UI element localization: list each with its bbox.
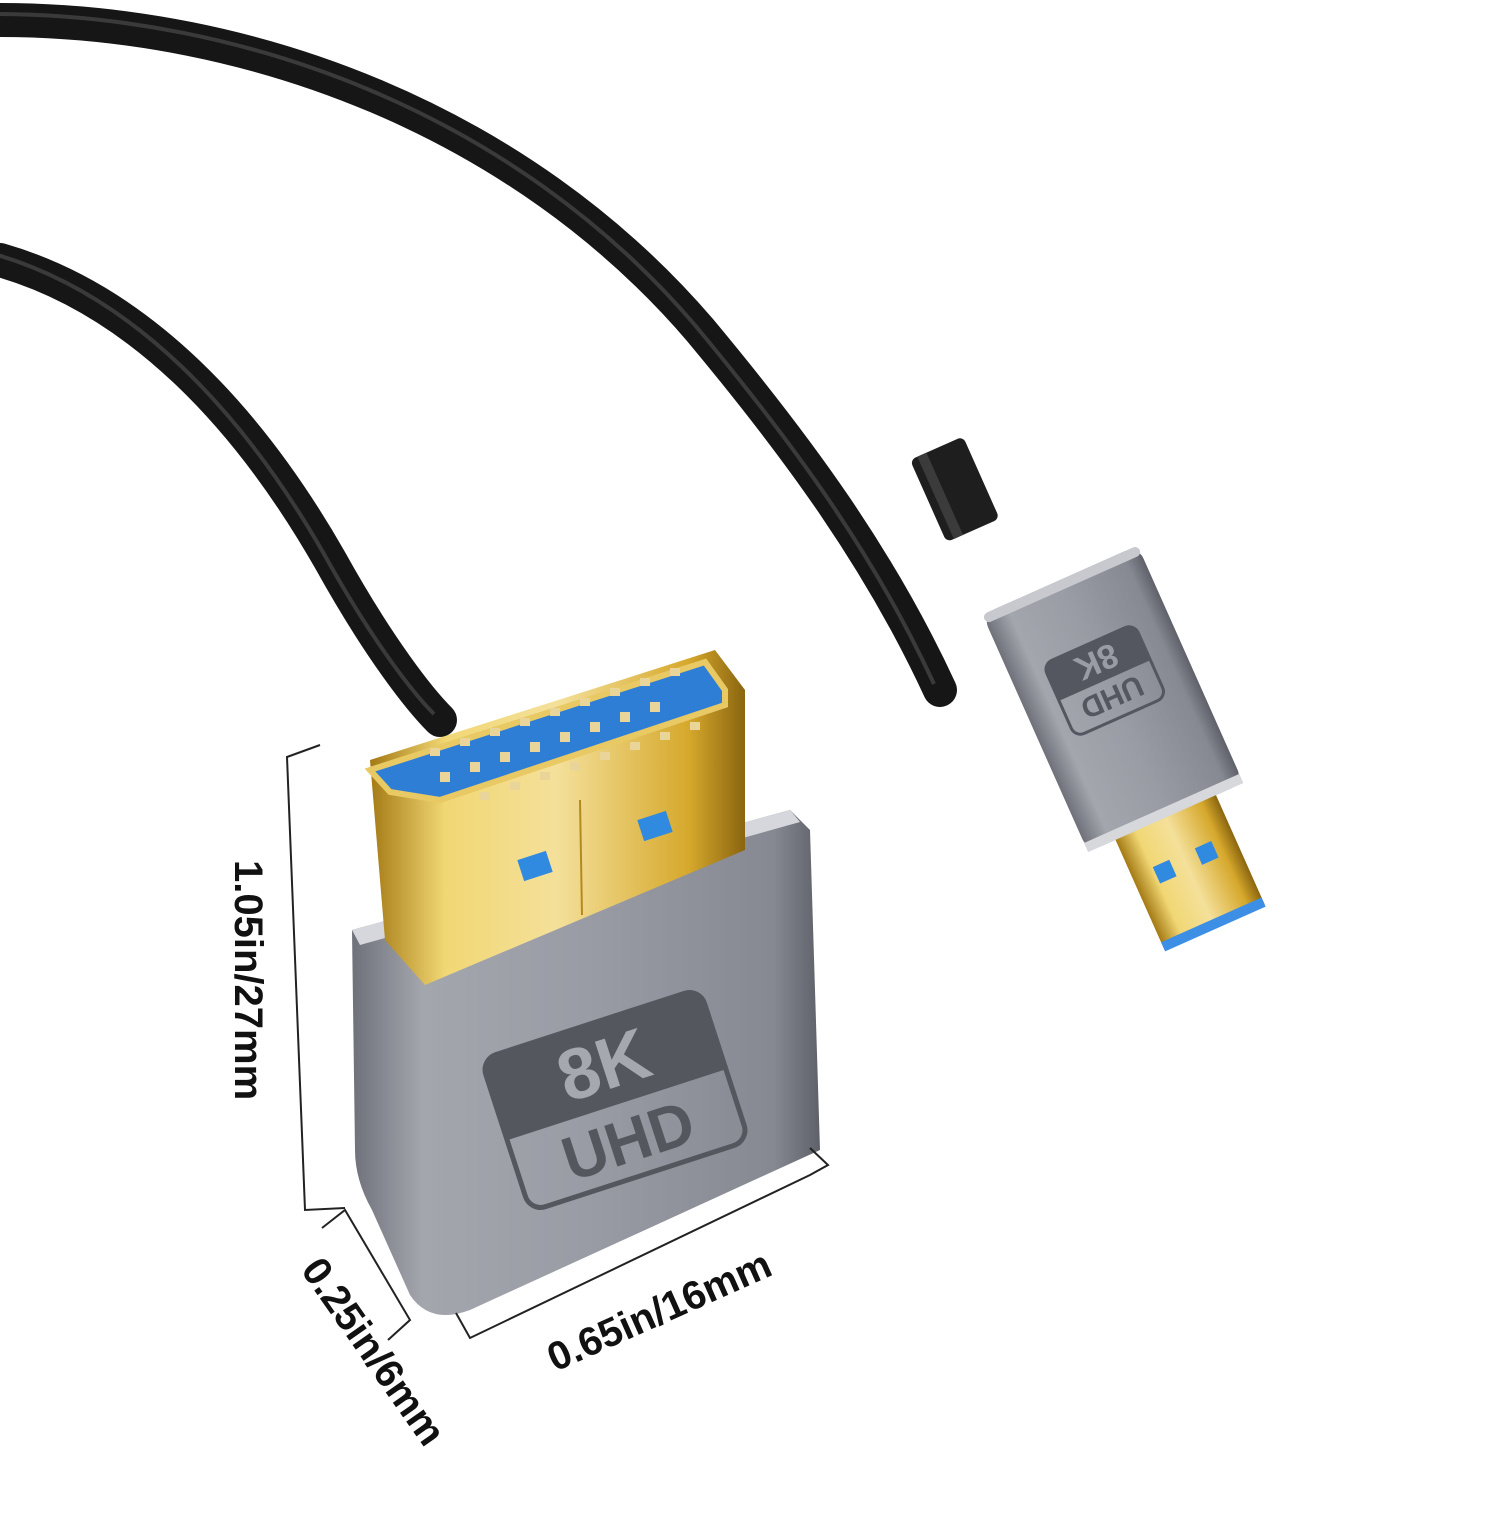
width-dimension-label: 0.65in/16mm	[541, 1242, 778, 1380]
height-dimension-label: 1.05in/27mm	[226, 860, 270, 1100]
dimension-lines	[285, 744, 830, 1341]
micro-hdmi-connector: UHD 8K	[983, 547, 1266, 952]
micro-strain-relief	[911, 438, 998, 541]
cable-inner	[0, 243, 457, 737]
hdmi-pins	[430, 668, 700, 800]
hdmi-connector: 8K UHD	[352, 650, 820, 1315]
cable-outer	[0, 3, 957, 707]
